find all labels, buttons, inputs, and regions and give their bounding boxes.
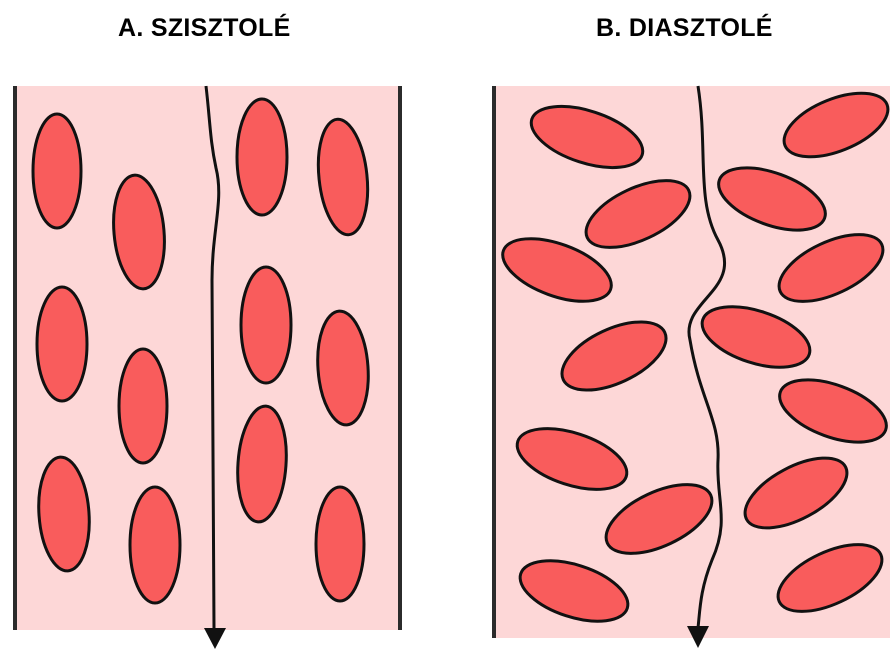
- panel-a: [15, 86, 400, 649]
- red-blood-cell: [241, 267, 291, 383]
- red-blood-cell: [37, 287, 87, 401]
- red-blood-cell: [33, 114, 81, 228]
- flow-arrowhead-a: [204, 628, 226, 649]
- red-blood-cell: [130, 487, 180, 603]
- red-blood-cell: [316, 487, 364, 601]
- red-blood-cell: [119, 349, 167, 463]
- panel-b: [494, 80, 890, 648]
- red-blood-cell: [237, 99, 287, 215]
